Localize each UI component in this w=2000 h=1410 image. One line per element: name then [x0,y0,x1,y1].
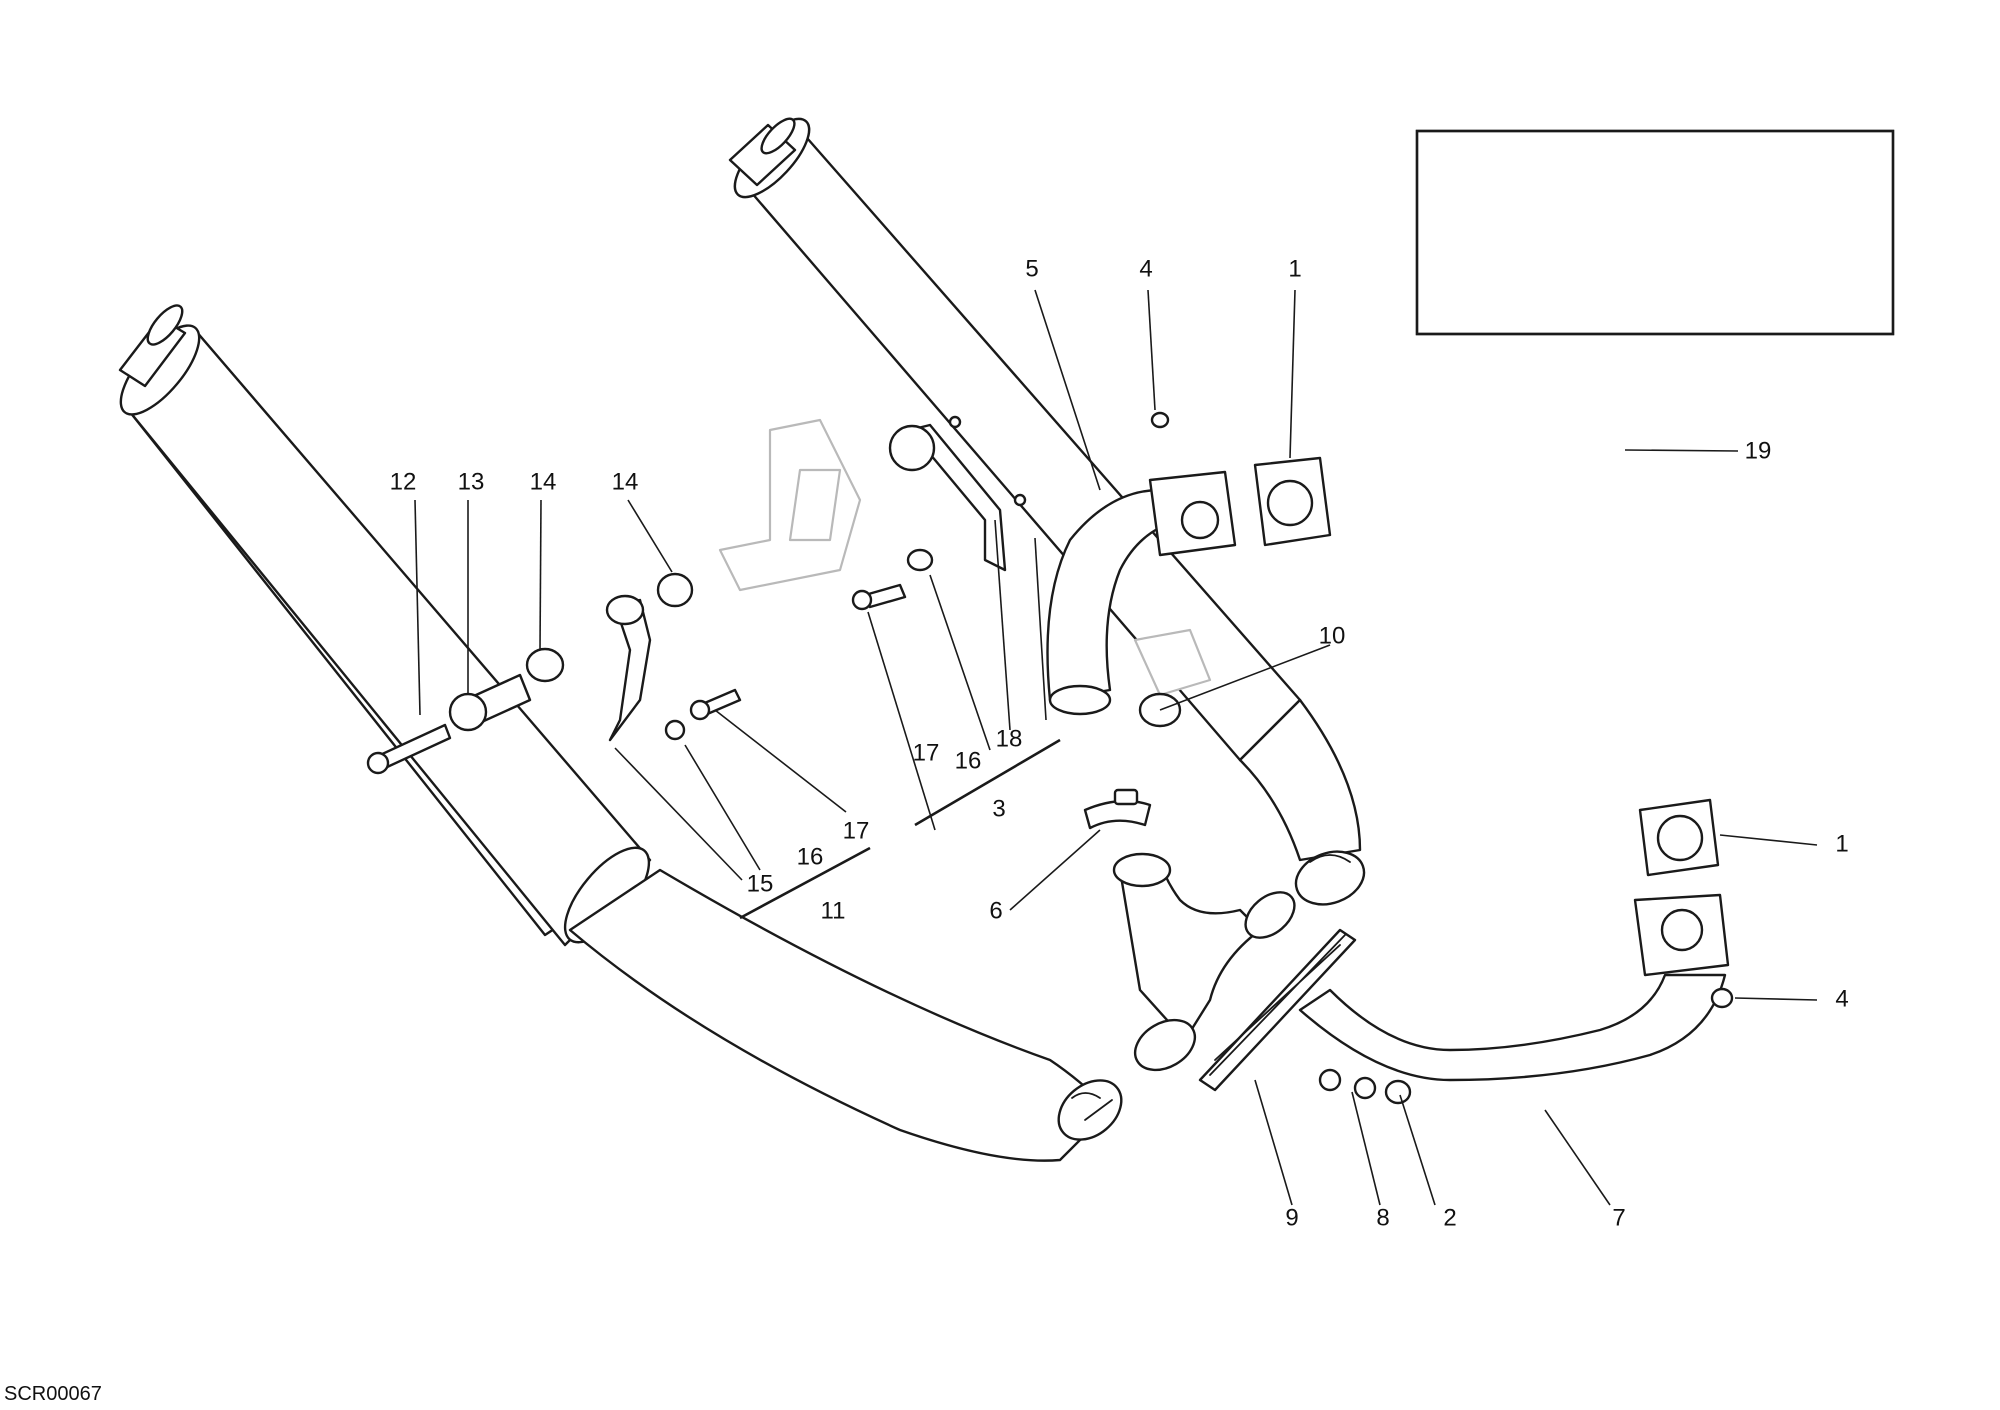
callout-3: 3 [992,795,1005,822]
callout-18: 18 [996,725,1023,752]
callout-14: 14 [530,468,557,495]
callout-7: 7 [1612,1204,1625,1231]
callout-13: 13 [458,468,485,495]
callout-6: 6 [989,897,1002,924]
leader-lines [414,289,1818,1206]
callout-1: 1 [1288,255,1301,282]
callout-9: 9 [1285,1204,1298,1231]
callout-17: 17 [843,817,870,844]
left-muffler [118,304,1123,1162]
callout-10: 10 [1319,622,1346,649]
inset-frame [1415,129,1895,336]
callout-11: 11 [821,897,846,924]
callout-16: 16 [955,747,982,774]
callout-17: 17 [913,739,940,766]
callout-4: 4 [1835,985,1848,1012]
callout-5: 5 [1025,255,1038,282]
callout-numbers: 1 1 2 3 4 4 5 6 7 8 9 10 11 12 13 14 14 … [390,255,1849,1231]
callout-8: 8 [1376,1204,1389,1231]
header-pipe-5 [1046,411,1332,716]
callout-15: 15 [747,870,774,897]
bracket-assembly-11 [366,418,862,775]
inset-lambda-sensor [1415,129,1895,336]
group-brackets [739,738,1061,920]
callout-16: 16 [797,843,824,870]
y-pipe-assembly [1083,692,1357,1092]
callout-4: 4 [1139,255,1152,282]
header-pipe-7 [1298,798,1734,1105]
callout-2: 2 [1443,1204,1456,1231]
drawing-code: SCR00067 [4,1383,102,1405]
callout-14: 14 [612,468,639,495]
callout-12: 12 [390,468,417,495]
callout-19: 19 [1745,437,1772,464]
bracket-assembly-3 [851,415,1027,611]
callout-1: 1 [1835,830,1848,857]
